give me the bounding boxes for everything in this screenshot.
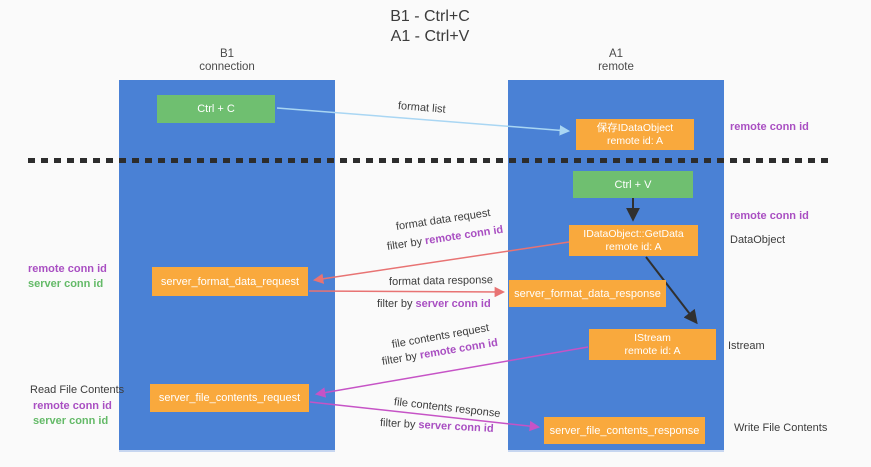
right-remote-conn-id-top: remote conn id bbox=[730, 121, 809, 133]
lane-b1-name: B1 bbox=[219, 48, 235, 60]
node-format-request-label: server_format_data_request bbox=[160, 275, 300, 288]
title-line-2: A1 - Ctrl+V bbox=[390, 28, 470, 45]
node-istream-line1: IStream bbox=[634, 331, 671, 344]
format-data-response-arrow bbox=[308, 286, 506, 298]
remote-conn-id-key: remote conn id bbox=[424, 223, 504, 248]
node-server-file-contents-request: server_file_contents_request bbox=[150, 384, 309, 412]
node-istream: IStream remote id: A bbox=[589, 329, 716, 360]
dataobject-label: DataObject bbox=[730, 234, 786, 246]
label-format-data-response: format data response bbox=[388, 274, 494, 288]
node-ctrl-c: Ctrl + C bbox=[157, 95, 275, 123]
session-divider-dashed-line bbox=[28, 158, 833, 163]
filter-by-text: filter by bbox=[386, 235, 426, 253]
node-file-request-label: server_file_contents_request bbox=[158, 392, 301, 404]
lane-header-b1: B1 connection bbox=[119, 48, 335, 74]
read-file-contents-label: Read File Contents bbox=[30, 384, 125, 396]
node-server-format-data-response: server_format_data_response bbox=[509, 280, 666, 307]
node-getdata-line2: remote id: A bbox=[605, 240, 662, 253]
filter-by-text: filter by bbox=[379, 417, 419, 432]
title-line-1: B1 - Ctrl+C bbox=[390, 8, 470, 25]
node-save-idataobject-line2: remote id: A bbox=[606, 134, 664, 147]
node-ctrl-v: Ctrl + V bbox=[573, 171, 693, 198]
filter-by-text: filter by bbox=[381, 349, 421, 368]
left-server-conn-id-top: server conn id bbox=[28, 278, 104, 290]
lane-b1-role: connection bbox=[199, 61, 255, 73]
write-file-contents-label: Write File Contents bbox=[734, 422, 828, 434]
node-istream-line2: remote id: A bbox=[624, 344, 681, 357]
left-remote-conn-id-bottom: remote conn id bbox=[33, 400, 112, 412]
node-getdata-line1: IDataObject::GetData bbox=[583, 227, 684, 240]
server-conn-id-key: server conn id bbox=[418, 419, 494, 435]
diagram-title: B1 - Ctrl+C A1 - Ctrl+V bbox=[0, 7, 860, 47]
node-save-idataobject: 保存IDataObject remote id: A bbox=[576, 119, 694, 150]
label-file-contents-response-filter: filter by server conn id bbox=[380, 417, 494, 435]
filter-by-text: filter by bbox=[377, 298, 416, 310]
node-idataobject-getdata: IDataObject::GetData remote id: A bbox=[569, 225, 698, 256]
lane-a1-name: A1 bbox=[608, 48, 624, 60]
istream-label: Istream bbox=[728, 340, 765, 352]
lane-header-a1: A1 remote bbox=[508, 48, 724, 74]
left-remote-conn-id-top: remote conn id bbox=[28, 263, 107, 275]
node-ctrl-c-label: Ctrl + C bbox=[197, 103, 235, 115]
label-file-contents-response: file contents response bbox=[393, 396, 502, 421]
label-format-data-response-filter: filter by server conn id bbox=[377, 298, 491, 310]
node-ctrl-v-label: Ctrl + V bbox=[614, 178, 652, 191]
node-save-idataobject-line1: 保存IDataObject bbox=[596, 121, 674, 134]
right-remote-conn-id-mid: remote conn id bbox=[730, 210, 809, 222]
node-server-file-contents-response: server_file_contents_response bbox=[544, 417, 705, 444]
server-conn-id-key: server conn id bbox=[415, 298, 491, 310]
label-format-list: format list bbox=[397, 100, 447, 116]
node-file-response-label: server_file_contents_response bbox=[549, 424, 700, 437]
node-format-response-label: server_format_data_response bbox=[514, 287, 661, 300]
left-server-conn-id-bottom: server conn id bbox=[33, 415, 109, 427]
node-server-format-data-request: server_format_data_request bbox=[152, 267, 308, 296]
lane-a1-role: remote bbox=[598, 61, 634, 73]
